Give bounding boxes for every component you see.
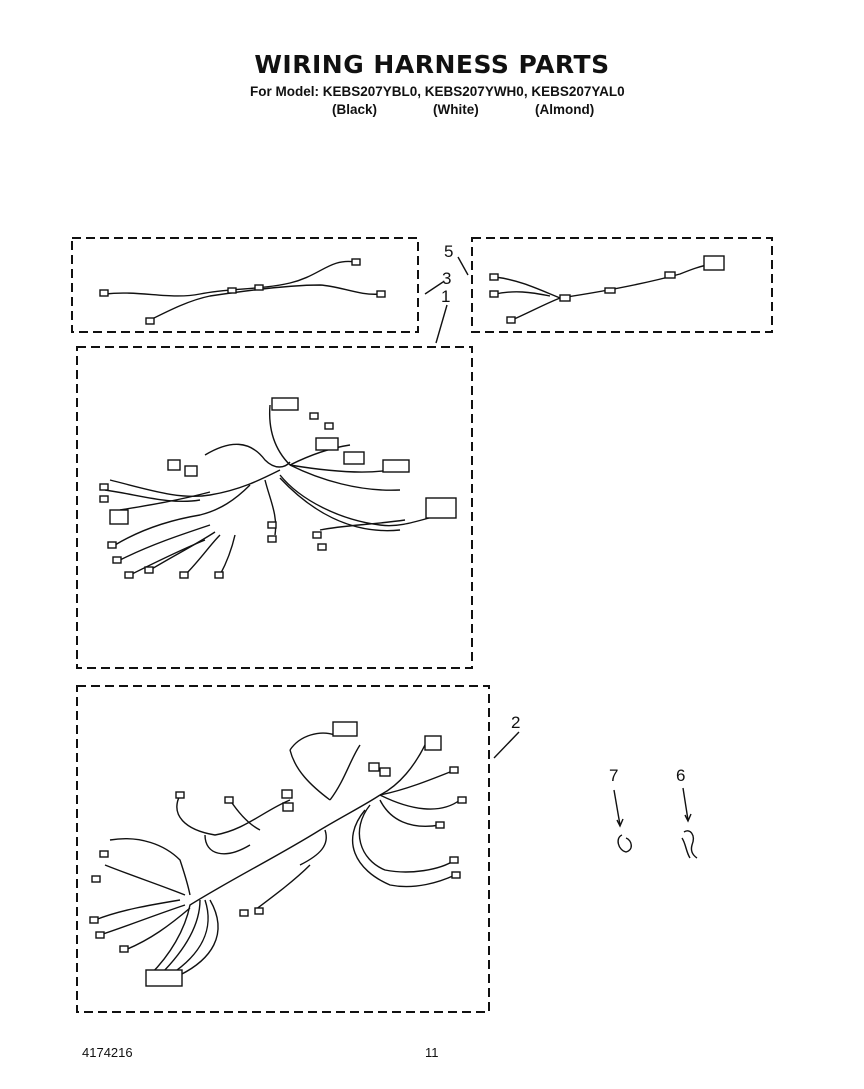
callout-6: 6: [676, 766, 685, 785]
page-number: 11: [425, 1045, 439, 1060]
part-1-harness: [99, 397, 457, 579]
leader-line-1: [435, 304, 448, 344]
color-label-black: (Black): [332, 102, 378, 117]
page-title: WIRING HARNESS PARTS: [254, 50, 610, 79]
part-5-harness: [489, 255, 725, 324]
color-label-white: (White): [433, 102, 479, 117]
part-2-box: [76, 685, 490, 1013]
callout-1: 1: [441, 287, 450, 306]
part-3-box: [71, 237, 419, 333]
leader-line-5: [457, 256, 469, 276]
leader-line-2: [493, 731, 520, 759]
model-numbers: For Model: KEBS207YBL0, KEBS207YWH0, KEB…: [250, 84, 625, 99]
callout-3: 3: [442, 269, 451, 288]
part-7-clip: [613, 789, 632, 853]
part-2-harness: [89, 721, 467, 987]
callout-5: 5: [444, 242, 453, 261]
part-6-clip: [681, 787, 698, 859]
leader-line-3: [424, 281, 444, 295]
callout-7: 7: [609, 766, 618, 785]
part-3-harness: [99, 258, 386, 325]
callout-2: 2: [511, 713, 520, 732]
color-label-almond: (Almond): [535, 102, 595, 117]
part-1-box: [76, 346, 473, 669]
document-number: 4174216: [82, 1045, 133, 1060]
